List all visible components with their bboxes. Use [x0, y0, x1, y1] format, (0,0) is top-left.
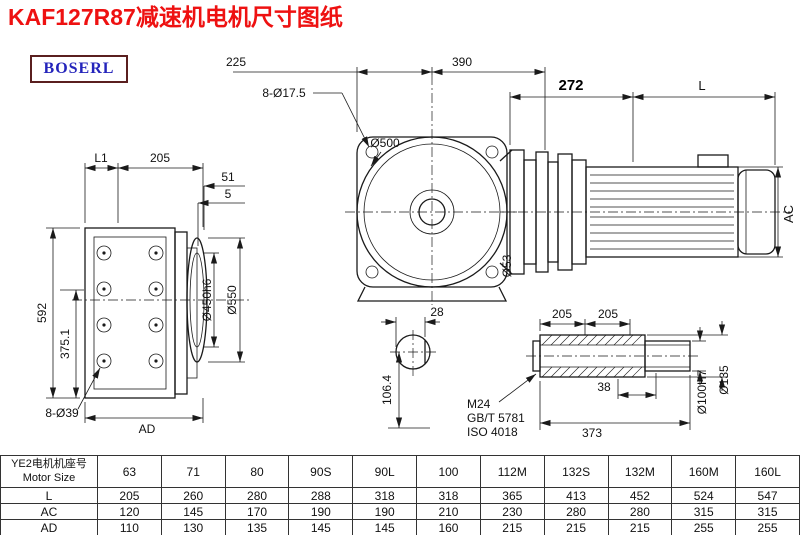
dia-100-label: Ø100H7 [695, 369, 709, 414]
table-cell: 255 [735, 519, 800, 535]
dim-205a-label: 205 [552, 307, 572, 321]
table-cell: 130 [160, 519, 226, 535]
brand-logo: BOSERL [30, 55, 128, 83]
table-cell: 260 [160, 487, 226, 504]
corner-line2: Motor Size [22, 471, 76, 484]
table-cell: 288 [288, 487, 354, 504]
dim-390-label: 390 [452, 55, 472, 69]
dim-ac-label: AC [781, 205, 796, 223]
table-cell: 318 [352, 487, 418, 504]
table-cell: 145 [160, 503, 226, 520]
dia-135-label: Ø135 [717, 365, 731, 395]
dim-272-label: 272 [558, 77, 583, 94]
flange-bolt-holes [365, 145, 499, 279]
hatching [541, 334, 643, 378]
page-title: KAF127R87减速机电机尺寸图纸 [8, 4, 343, 30]
dia-450-label: Ø450h6 [200, 278, 214, 321]
motor-size-col-header: 80 [224, 455, 290, 488]
motor-size-col-header: 160L [735, 455, 800, 488]
table-cell: 160 [416, 519, 481, 535]
table-cell: 280 [607, 503, 673, 520]
table-cell: 230 [479, 503, 545, 520]
dim-28-label: 28 [430, 305, 444, 319]
table-cell: 452 [607, 487, 673, 504]
dim-38-label: 38 [597, 380, 611, 394]
table-cell: 524 [671, 487, 737, 504]
row-label: AC [0, 503, 98, 520]
thread-m24-label: M24 [467, 397, 491, 411]
table-cell: 413 [543, 487, 609, 504]
std-gbt-label: GB/T 5781 [467, 411, 525, 425]
motor-size-col-header: 100 [416, 455, 481, 488]
row-label: L [0, 487, 98, 504]
table-cell: 365 [479, 487, 545, 504]
dim-51-label: 51 [221, 170, 235, 184]
table-cell: 215 [607, 519, 673, 535]
dim-373-label: 373 [582, 426, 602, 440]
dia-500-label: Ø500 [370, 136, 400, 150]
table-cell: 280 [543, 503, 609, 520]
dim-l1-label: L1 [94, 151, 108, 165]
front-view: Ø500 225 390 8-Ø17.5 Ø53 28 106.4 [226, 55, 546, 429]
table-cell: 315 [735, 503, 800, 520]
table-cell: 145 [288, 519, 354, 535]
side-view-bolt-holes [96, 245, 164, 369]
table-cell: 280 [224, 487, 290, 504]
corner-line1: YE2电机机座号 [11, 457, 87, 470]
table-cell: 547 [735, 487, 800, 504]
table-cell: 215 [543, 519, 609, 535]
motor-size-col-header: 132S [543, 455, 609, 488]
motor-fins [590, 174, 734, 250]
motor-size-col-header: 132M [607, 455, 673, 488]
table-cell: 205 [97, 487, 162, 504]
table-cell: 170 [224, 503, 290, 520]
table-cell: 190 [352, 503, 418, 520]
dim-225-label: 225 [226, 55, 246, 69]
motor-size-col-header: 112M [479, 455, 545, 488]
dim-ad-label: AD [139, 422, 156, 436]
holes-39-label: 8-Ø39 [45, 406, 79, 420]
dim-106-label: 106.4 [380, 375, 394, 405]
table-cell: 190 [288, 503, 354, 520]
table-cell: 120 [97, 503, 162, 520]
table-cell: 215 [479, 519, 545, 535]
dim-592-label: 592 [35, 303, 49, 323]
dim-5-label: 5 [225, 187, 232, 201]
table-cell: 145 [352, 519, 418, 535]
table-cell: 210 [416, 503, 481, 520]
side-view: L1 205 51 5 592 375.1 8-Ø39 AD Ø450h6 [35, 151, 252, 436]
dim-205b-label: 205 [598, 307, 618, 321]
shaft-detail: 205 205 38 373 M24 GB/T 5781 ISO 4018 Ø1… [467, 307, 731, 440]
motor-size-col-header: 63 [97, 455, 162, 488]
holes-17-label: 8-Ø17.5 [262, 86, 306, 100]
table-cell: 318 [416, 487, 481, 504]
brand-text: BOSERL [43, 60, 115, 77]
table-cell: 315 [671, 503, 737, 520]
table-cell: 110 [97, 519, 162, 535]
motor-size-col-header: 160M [671, 455, 737, 488]
dim-l-label: L [698, 78, 705, 93]
dim-205-label: 205 [150, 151, 170, 165]
std-iso-label: ISO 4018 [467, 425, 518, 439]
motor-size-col-header: 71 [160, 455, 226, 488]
motor-view: 272 L AC [499, 77, 796, 275]
row-label: AD [0, 519, 98, 535]
dia-550-label: Ø550 [225, 285, 239, 315]
motor-size-col-header: 90S [288, 455, 354, 488]
motor-size-col-header: 90L [352, 455, 418, 488]
table-cell: 135 [224, 519, 290, 535]
dim-375-label: 375.1 [58, 329, 72, 359]
table-cell: 255 [671, 519, 737, 535]
